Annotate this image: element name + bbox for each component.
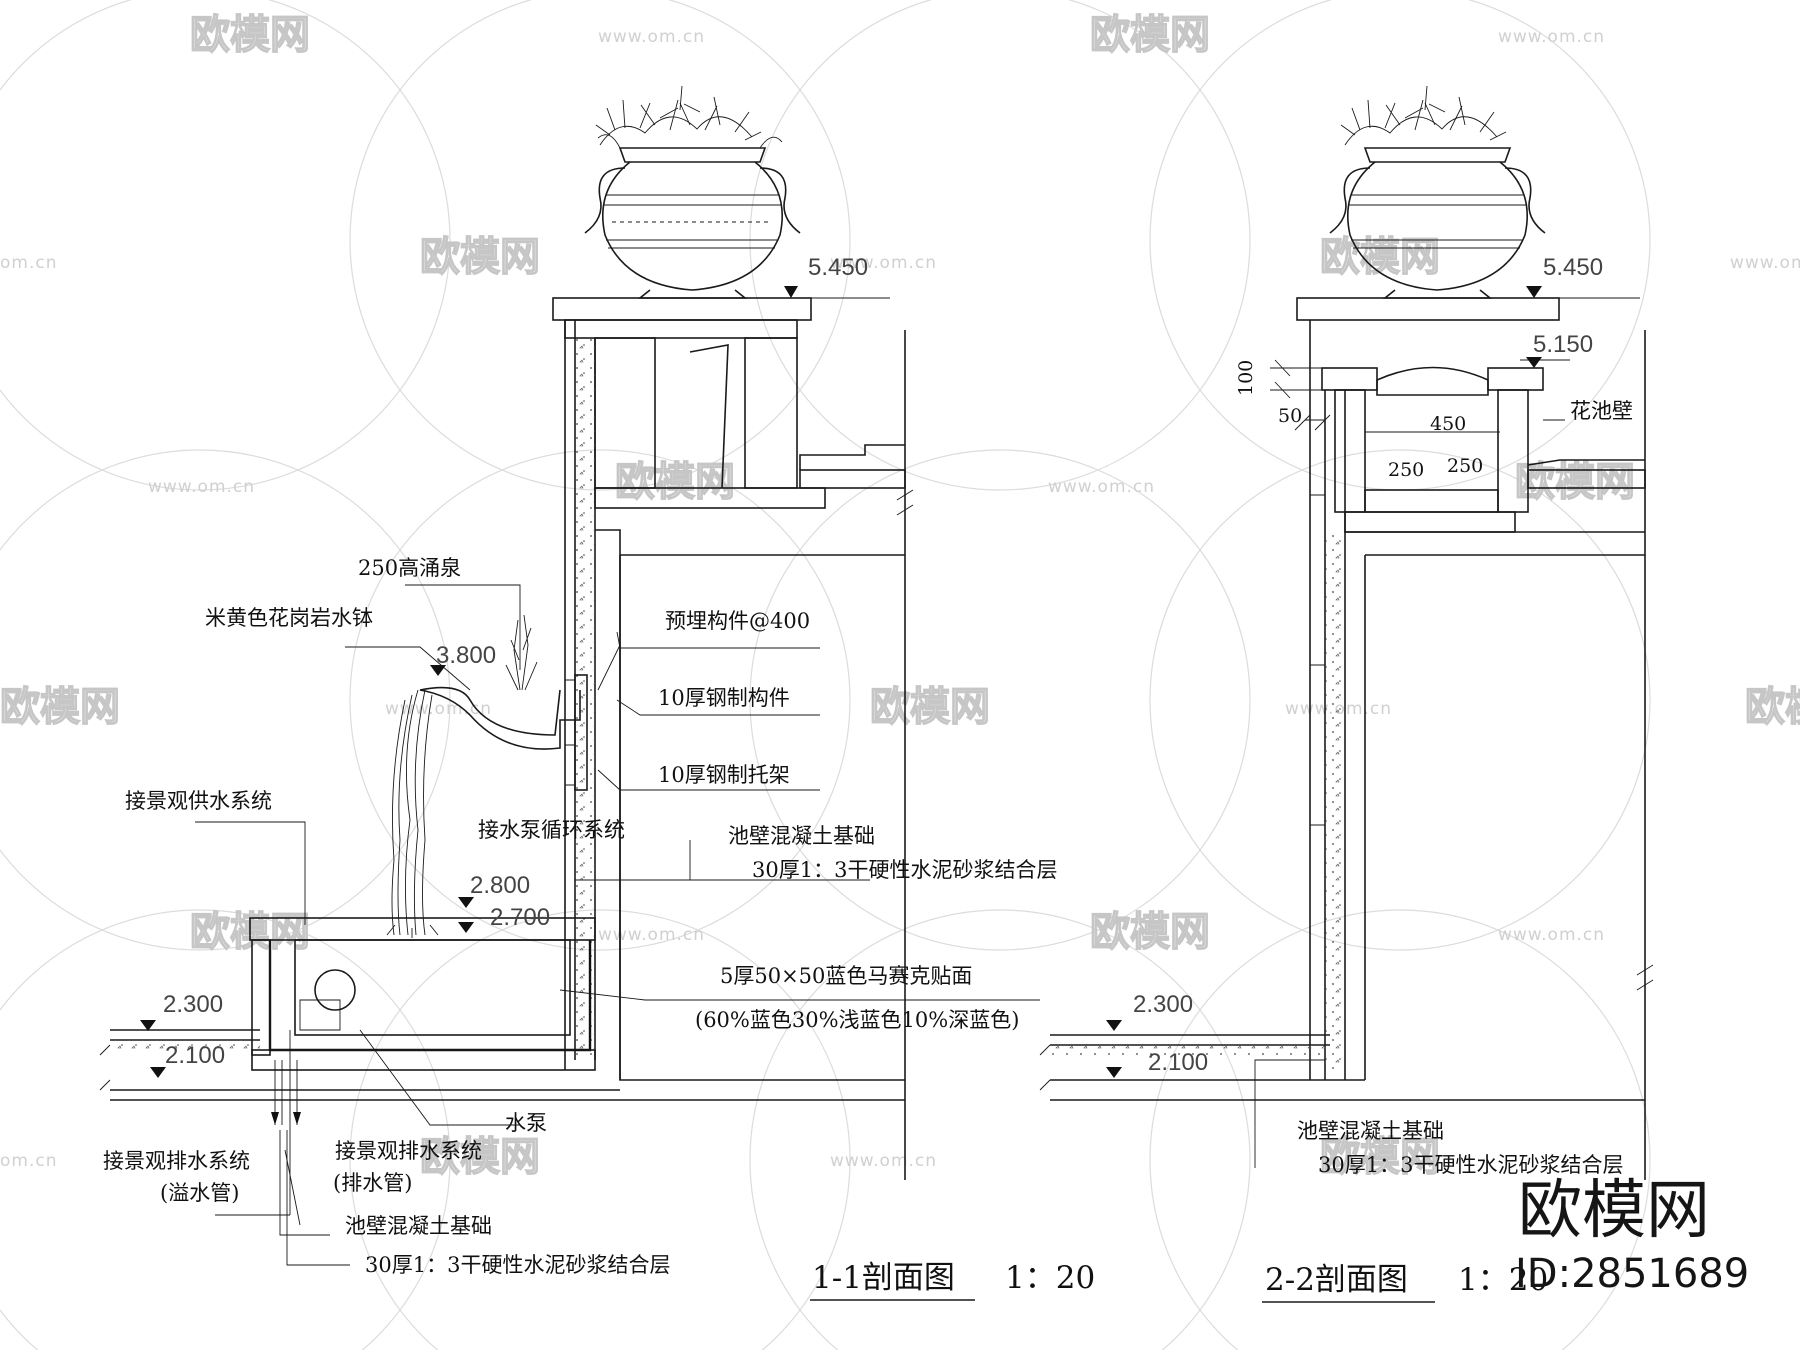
- label-mortar-layer: 30厚1：3干硬性水泥砂浆结合层: [752, 858, 1057, 882]
- elev-planter: 5.150: [1533, 331, 1593, 358]
- watermark-brand: 欧模网: [1515, 459, 1635, 505]
- wall-pier-1: [564, 319, 906, 1070]
- label-wall-foundation-2: 池壁混凝土基础: [345, 1214, 492, 1238]
- dim-width-50: 50: [1278, 405, 1302, 427]
- dimension-lines-2: [1270, 359, 1500, 440]
- watermark-url: www.om.cn: [1498, 27, 1605, 47]
- watermark-url: www.om.cn: [1498, 925, 1605, 945]
- watermark-url: www.om.cn: [1730, 253, 1800, 273]
- watermark-url: www.om.cn: [598, 925, 705, 945]
- elev-pool-water: 2.800: [470, 872, 530, 899]
- elev-ground-1: 2.300: [163, 991, 223, 1018]
- label-mortar-layer-2: 30厚1：3干硬性水泥砂浆结合层: [365, 1253, 670, 1277]
- coping-2: [1296, 297, 1560, 321]
- watermark-brand: 欧模网: [1090, 909, 1210, 955]
- label-drain-system: 接景观排水系统: [335, 1139, 482, 1163]
- watermark-brand: 欧模网: [1090, 12, 1210, 58]
- watermark-brand: 欧模网: [870, 684, 990, 730]
- dim-width-250-left: 250: [1388, 459, 1424, 481]
- label-wall-foundation: 池壁混凝土基础: [728, 824, 875, 848]
- label-pump-circulation: 接水泵循环系统: [478, 818, 625, 842]
- label-fountain: 250高涌泉: [358, 556, 461, 580]
- elev-top-2: 5.450: [1543, 254, 1603, 281]
- elev-top-1: 5.450: [808, 254, 868, 281]
- label-steel-member: 10厚钢制构件: [658, 686, 790, 710]
- watermark-brand: 欧模网: [420, 1134, 540, 1180]
- label-wall-foundation-s2: 池壁混凝土基础: [1297, 1119, 1444, 1143]
- watermark-url: www.om.cn: [1048, 477, 1155, 497]
- watermark-url: www.om.cn: [148, 477, 255, 497]
- section-2-drawing: 5.450 5.150: [1039, 85, 1654, 1303]
- section-1-title: 1-1剖面图: [812, 1260, 955, 1296]
- planter-2: [1321, 366, 1646, 533]
- label-mosaic: 5厚50×50蓝色马赛克贴面: [720, 964, 972, 988]
- watermark-brand: 欧模网: [1745, 684, 1800, 730]
- watermark-url: www.om.cn: [830, 253, 937, 273]
- brand-logo: 欧模网: [1518, 1174, 1710, 1248]
- watermark-url: www.om.cn: [385, 699, 492, 719]
- label-steel-bracket: 10厚钢制托架: [658, 763, 790, 787]
- watermark-brand: 欧模网: [190, 12, 310, 58]
- watermark-url: om.cn: [0, 1151, 58, 1171]
- watermark-circles: [0, 0, 1651, 1350]
- elev-pool-top: 2.700: [490, 904, 550, 931]
- section-1-scale: 1：20: [1005, 1260, 1095, 1296]
- label-mortar-layer-s2: 30厚1：3干硬性水泥砂浆结合层: [1318, 1153, 1623, 1177]
- watermark-brand: 欧模网: [420, 234, 540, 280]
- leader-lines-1: [195, 584, 1040, 1266]
- label-embedded-part: 预埋构件@400: [665, 609, 810, 633]
- flower-urn-1: [584, 85, 801, 299]
- granite-bowl: [419, 674, 588, 791]
- elev-base-1: 2.100: [165, 1042, 225, 1069]
- elev-spout: 3.800: [436, 642, 496, 669]
- label-overflow-pipe: (溢水管): [160, 1181, 239, 1205]
- dim-height-100: 100: [1235, 360, 1257, 396]
- label-water-supply: 接景观供水系统: [125, 789, 272, 813]
- section-2-scale: 1：20: [1458, 1262, 1548, 1298]
- elev-ground-2: 2.300: [1133, 991, 1193, 1018]
- section-2-title: 2-2剖面图: [1265, 1262, 1408, 1298]
- watermark-brand: 欧模网: [615, 459, 735, 505]
- elev-base-2: 2.100: [1148, 1049, 1208, 1076]
- dim-width-250-right: 250: [1447, 455, 1483, 477]
- coping-1: [552, 297, 812, 321]
- watermark-url: www.om.cn: [598, 27, 705, 47]
- label-mosaic-mix: (60%蓝色30%浅蓝色10%深蓝色): [695, 1008, 1019, 1032]
- watermark-url: om.cn: [0, 253, 58, 273]
- label-overflow-system: 接景观排水系统: [103, 1149, 250, 1173]
- label-drain-pipe: (排水管): [333, 1171, 412, 1195]
- label-pump: 水泵: [505, 1111, 547, 1135]
- section-1-drawing: 5.450: [99, 85, 1095, 1301]
- flower-urn-2: [1329, 85, 1546, 299]
- label-granite-bowl: 米黄色花岗岩水钵: [205, 606, 373, 630]
- label-planter-wall: 花池壁: [1570, 399, 1633, 423]
- fountain-jet: [505, 614, 538, 691]
- dim-width-450: 450: [1430, 413, 1466, 435]
- falling-water: [386, 689, 439, 938]
- watermark-url: www.om.cn: [830, 1151, 937, 1171]
- watermark-brand: 欧模网: [1320, 1134, 1440, 1180]
- watermark-brand: 欧模网: [0, 684, 120, 730]
- pool-1: [249, 917, 596, 1071]
- brand-id: ID:2851689: [1515, 1251, 1749, 1297]
